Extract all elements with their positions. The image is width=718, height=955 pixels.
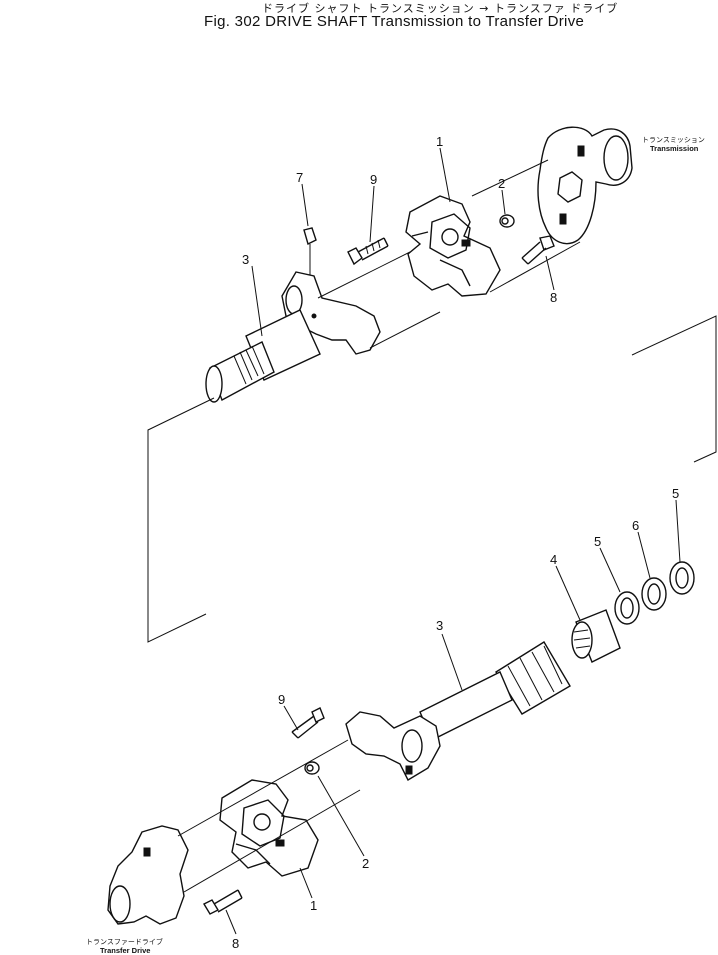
callout-mid-4: 4	[550, 552, 557, 567]
callout-upper-2: 2	[498, 176, 505, 191]
transfer-label-jp: トランスファードライブ	[86, 937, 163, 946]
callout-lower-3: 3	[436, 618, 443, 633]
bolt-lower-8	[203, 889, 243, 915]
title-japanese: ドライブ シャフト トランスミッション → トランスファ ドライブ	[262, 2, 619, 15]
washer-5b	[669, 561, 695, 595]
transmission-flange	[537, 126, 633, 245]
callout-upper-9: 9	[370, 172, 377, 187]
splined-sleeve-4	[571, 609, 621, 663]
bracket-lines	[147, 315, 717, 643]
leader-lines	[225, 147, 681, 935]
lower-spline-shaft	[419, 641, 571, 741]
bolt-upper-9	[347, 237, 389, 266]
callout-upper-7: 7	[296, 170, 303, 185]
washer-6	[641, 577, 667, 611]
callout-upper-8: 8	[550, 290, 557, 305]
callout-mid-6: 6	[632, 518, 639, 533]
callout-lower-8: 8	[232, 936, 239, 951]
callout-upper-1: 1	[436, 134, 443, 149]
callout-mid-5b: 5	[672, 486, 679, 501]
upper-yoke-shaft	[205, 271, 381, 403]
bolt-lower-9	[291, 707, 325, 739]
callout-mid-5a: 5	[594, 534, 601, 549]
bolt-upper-8	[521, 235, 555, 265]
universal-joint-upper	[405, 195, 501, 297]
washer-5a	[614, 591, 640, 625]
universal-joint-lower	[219, 779, 319, 877]
callout-lower-2: 2	[362, 856, 369, 871]
transmission-label-en: Transmission	[650, 144, 699, 153]
lock-plate-lower-2	[304, 761, 320, 775]
upper-alignment-lines	[317, 159, 581, 349]
callout-lower-1: 1	[310, 898, 317, 913]
lock-plate-upper-2	[499, 214, 515, 228]
transfer-label-en: Transfer Drive	[100, 946, 150, 955]
title-english: Fig. 302 DRIVE SHAFT Transmission to Tra…	[204, 13, 585, 30]
lower-yoke	[345, 711, 441, 781]
callout-lower-9: 9	[278, 692, 285, 707]
lower-alignment-lines	[177, 739, 361, 893]
transmission-label-jp: トランスミッション	[642, 136, 705, 144]
transfer-drive-flange	[107, 825, 189, 925]
callout-upper-3: 3	[242, 252, 249, 267]
